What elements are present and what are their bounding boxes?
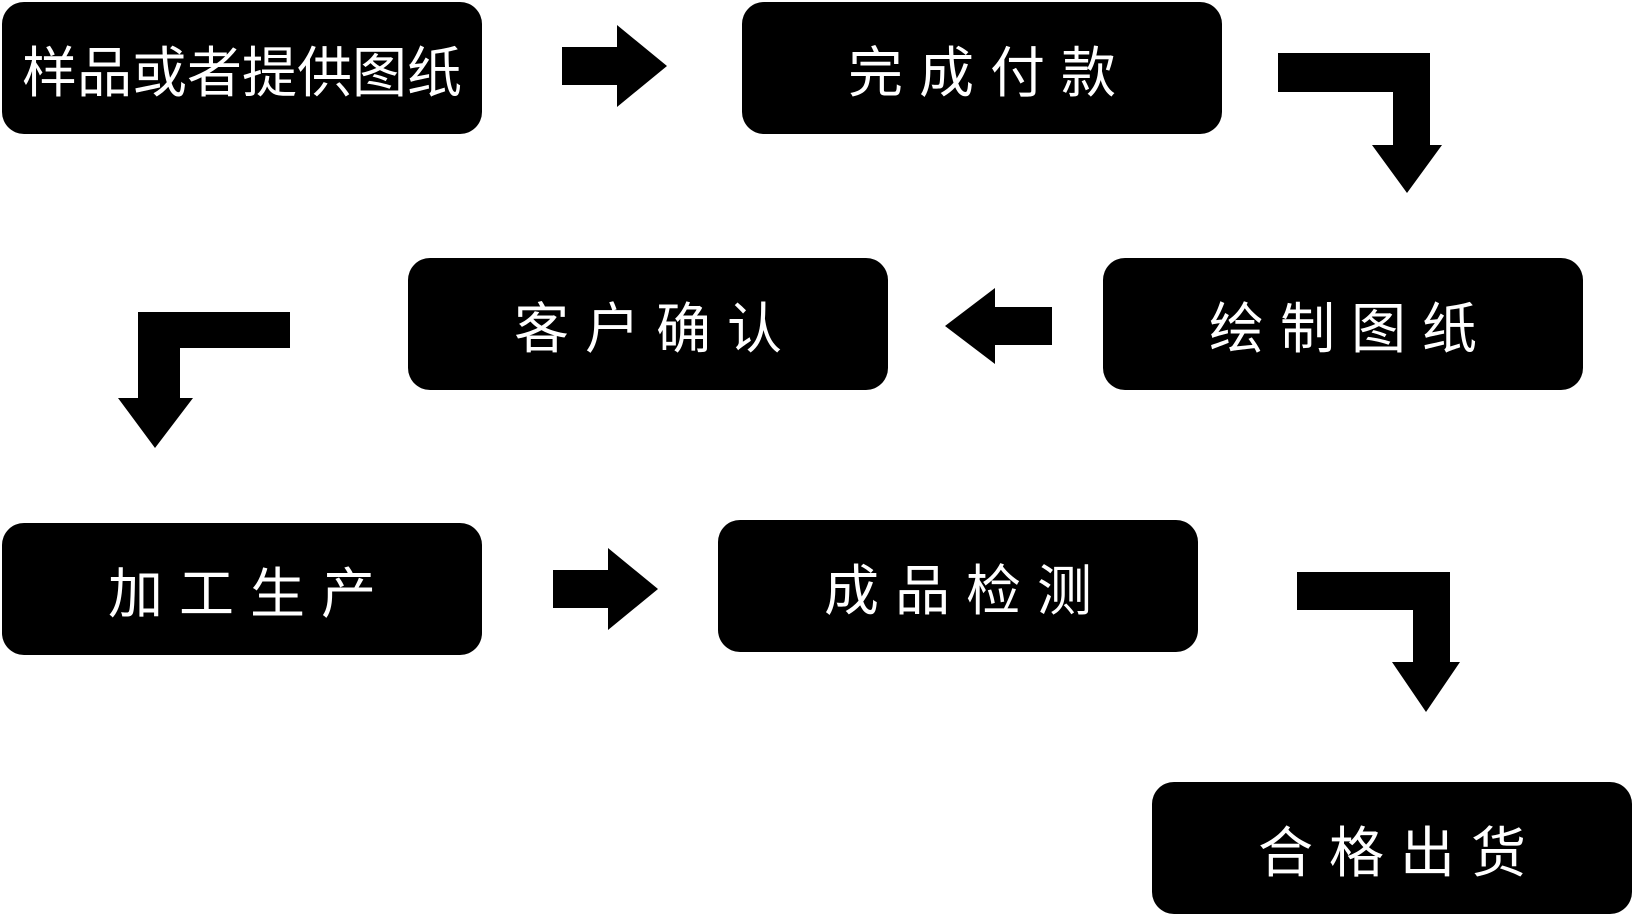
flow-step-label: 成品检测 bbox=[823, 559, 1108, 623]
arrow-elbow-down-left-icon bbox=[118, 312, 290, 448]
flow-step-label: 完成付款 bbox=[847, 41, 1132, 105]
flow-step-sample-or-drawings: 样品或者提供图纸 bbox=[2, 2, 482, 134]
flow-step-label: 客户确认 bbox=[513, 297, 798, 361]
flow-step-shipment: 合格出货 bbox=[1152, 782, 1632, 914]
flow-step-label: 加工生产 bbox=[107, 562, 392, 626]
flow-step-payment: 完成付款 bbox=[742, 2, 1222, 134]
flow-step-production: 加工生产 bbox=[2, 523, 482, 655]
arrow-elbow-down-right-icon bbox=[1278, 53, 1442, 193]
flow-step-label: 样品或者提供图纸 bbox=[21, 41, 462, 105]
arrow-elbow-down-right-icon bbox=[1297, 572, 1460, 712]
flow-step-draw-drawings: 绘制图纸 bbox=[1103, 258, 1583, 390]
flow-step-label: 合格出货 bbox=[1257, 821, 1542, 885]
arrow-right-icon bbox=[553, 548, 658, 630]
arrow-right-icon bbox=[562, 25, 667, 107]
arrow-left-icon bbox=[945, 288, 1052, 364]
flow-step-customer-confirm: 客户确认 bbox=[408, 258, 888, 390]
flow-step-label: 绘制图纸 bbox=[1208, 297, 1493, 361]
flow-step-inspection: 成品检测 bbox=[718, 520, 1198, 652]
